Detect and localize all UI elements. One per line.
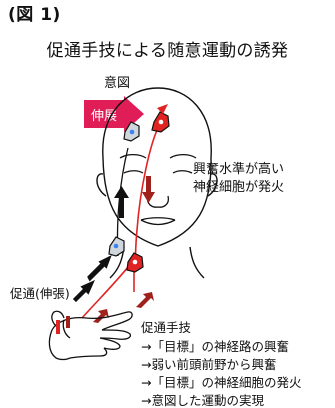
annotation-line: 興奮水準が高い [193,162,285,177]
muscle-arrows [93,176,155,323]
diagonal-arrow-icon [87,254,112,282]
annotation-line: 神経細胞が発火 [193,180,285,195]
process-step: →意図した運動の実現 [141,393,264,408]
head-outline [96,87,218,279]
left-eye [123,170,144,174]
left-eyebrow [119,153,147,159]
up-arrow-icon [114,186,129,218]
figure-label: (図 1) [8,5,61,25]
mouth [140,219,176,226]
neuron-spinal-red [126,252,144,273]
neuron-brain-gray [123,121,140,142]
face [119,153,197,226]
process-step: →「目標」の神経細胞の発火 [141,375,302,390]
diagonal-down-arrow-icon [136,292,154,308]
upper-lip [140,217,176,221]
process-step: →「目標」の神経路の興奮 [141,339,289,354]
hand [48,310,133,361]
process-title: 促通手技 [141,320,192,335]
diagram-title: 促通手技による随意運動の誘発 [46,41,289,61]
extension-label: 伸展 [90,108,117,124]
excitation-arrows [72,186,129,303]
hand-red-markers [56,316,70,334]
pathway-arrows [157,104,168,114]
right-eye [172,170,193,174]
facilitation-label: 促通(伸張) [10,286,70,301]
neuron-spinal-gray [108,236,125,257]
extension-box: 伸展 [84,100,124,128]
extension-arrow-icon [124,96,144,132]
arrowhead-icon [157,104,168,114]
down-arrow-icon [142,176,155,203]
intent-label: 意図 [104,76,131,91]
right-eyebrow [169,153,197,159]
process-step: →弱い前頭前野から興奮 [141,357,277,372]
diagonal-arrow-icon [72,280,95,303]
diagonal-down-arrow-icon [93,309,109,323]
neuron-brain-red [151,111,170,133]
